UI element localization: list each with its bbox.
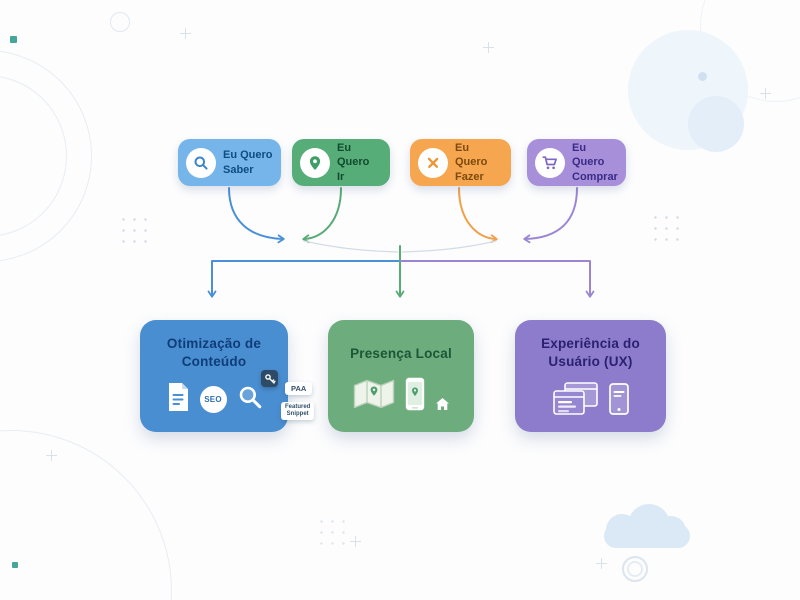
local-icons-row xyxy=(353,377,450,416)
phone-gps-icon xyxy=(405,377,425,416)
paa-badge: PAA xyxy=(285,382,313,395)
node-label: Eu Quero Fazer xyxy=(455,142,488,183)
magnifier-icon xyxy=(186,147,216,178)
decor-plus xyxy=(350,536,361,547)
decor-dots-grid xyxy=(316,516,352,552)
decor-plus xyxy=(760,88,771,99)
decor-square xyxy=(10,36,17,43)
node-label: Eu Quero Saber xyxy=(223,149,273,176)
decor-plus xyxy=(180,28,191,39)
featured-snippet-badge: Featured Snippet xyxy=(281,402,315,420)
decor-dots-grid xyxy=(118,214,154,250)
ux-icons-row xyxy=(552,382,629,421)
key-icon xyxy=(261,370,278,387)
decor-dots-grid xyxy=(650,212,686,248)
content-icons-row: SEO xyxy=(166,382,263,417)
node-otimizacao-de-conteudo: Otimização de Conteúdo SEO PAA Featured … xyxy=(140,320,315,432)
node-presenca-local: Presença Local xyxy=(328,320,474,432)
decor-arc xyxy=(0,430,172,600)
map-pin-icon xyxy=(300,147,330,178)
node-eu-quero-comprar: Eu Quero Comprar xyxy=(527,139,626,186)
node-label: Eu Quero Ir xyxy=(337,142,370,183)
decor-plus xyxy=(596,558,607,569)
decor-ring xyxy=(110,12,130,32)
seo-label: SEO xyxy=(204,395,222,405)
decor-cloud xyxy=(598,500,698,550)
tools-icon xyxy=(418,147,448,178)
node-label: Eu Quero Comprar xyxy=(572,142,618,183)
node-title: Otimização de Conteúdo xyxy=(166,336,262,370)
seo-globe-icon: SEO xyxy=(199,386,227,414)
decor-double-ring xyxy=(622,556,648,582)
node-eu-quero-ir: Eu Quero Ir xyxy=(292,139,390,186)
node-eu-quero-saber: Eu Quero Saber xyxy=(178,139,281,186)
decor-plus xyxy=(483,42,494,53)
cart-icon xyxy=(535,147,565,178)
node-title: Presença Local xyxy=(350,346,452,361)
browser-windows-icon xyxy=(552,382,599,421)
node-title: Experiência do Usuário (UX) xyxy=(541,336,640,370)
magnifier-large-icon xyxy=(237,384,263,415)
decor-square xyxy=(12,562,18,568)
house-icon xyxy=(435,397,450,416)
decor-plus xyxy=(46,450,57,461)
document-icon xyxy=(166,382,190,417)
decor-blob xyxy=(688,96,744,152)
node-experiencia-do-usuario: Experiência do Usuário (UX) xyxy=(515,320,666,432)
phone-ui-icon xyxy=(608,383,629,420)
node-eu-quero-fazer: Eu Quero Fazer xyxy=(410,139,511,186)
decor-dot xyxy=(698,72,707,81)
map-icon xyxy=(353,378,395,415)
